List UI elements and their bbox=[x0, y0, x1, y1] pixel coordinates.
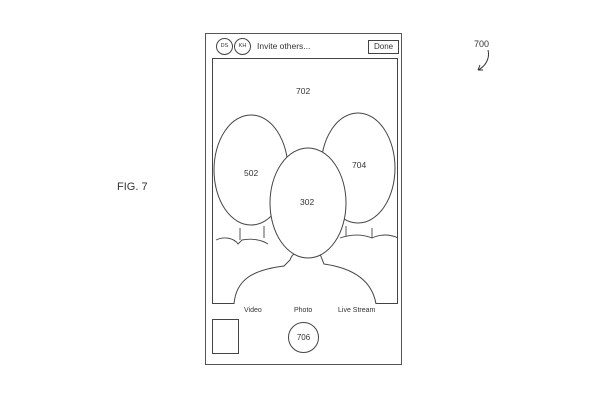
reference-arrow-icon bbox=[477, 49, 489, 71]
face-label-704: 704 bbox=[352, 160, 366, 170]
figure-label: FIG. 7 bbox=[117, 181, 148, 193]
shutter-button[interactable]: 706 bbox=[288, 322, 319, 353]
face-302 bbox=[269, 147, 347, 259]
avatar-kh[interactable]: KH bbox=[234, 38, 251, 55]
viewfinder-ref-702: 702 bbox=[296, 86, 310, 96]
face-label-502: 502 bbox=[244, 168, 258, 178]
gallery-thumbnail[interactable] bbox=[212, 319, 239, 354]
avatar-ds[interactable]: DS bbox=[216, 38, 233, 55]
device-reference-numeral: 700 bbox=[474, 39, 490, 49]
mode-live-stream[interactable]: Live Stream bbox=[338, 307, 376, 314]
mode-video[interactable]: Video bbox=[244, 307, 262, 314]
mode-photo[interactable]: Photo bbox=[294, 307, 313, 314]
face-label-302: 302 bbox=[300, 197, 314, 207]
invite-others-link[interactable]: Invite others... bbox=[257, 41, 311, 51]
done-button[interactable]: Done bbox=[368, 40, 400, 54]
camera-viewfinder: 702 502 704 302 bbox=[212, 58, 398, 304]
